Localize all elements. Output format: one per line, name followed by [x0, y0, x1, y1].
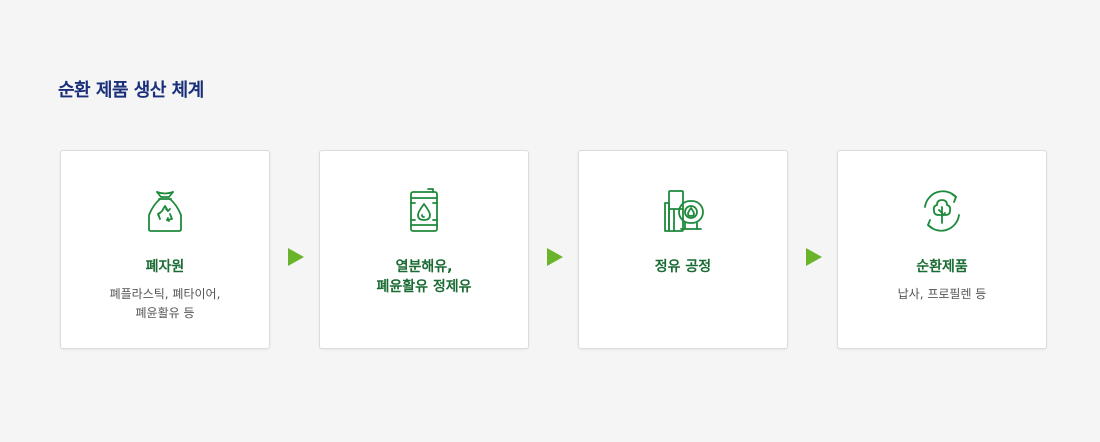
step-title: 폐자원	[145, 259, 185, 275]
flow-arrow-icon	[547, 248, 563, 266]
step-card-waste-resources: 폐자원 폐플라스틱, 폐타이어, 폐윤활유 등	[60, 150, 270, 349]
flow-arrow-icon	[288, 248, 304, 266]
refinery-tank-icon	[655, 183, 711, 239]
circular-tree-icon	[914, 183, 970, 239]
step-card-refining-process: 정유 공정	[578, 150, 788, 349]
oil-barrel-icon	[396, 183, 452, 239]
step-card-circular-products: 순환제품 납사, 프로필렌 등	[837, 150, 1047, 349]
step-title: 순환제품	[916, 259, 968, 275]
page-title: 순환 제품 생산 체계	[58, 80, 204, 101]
flow-arrow-icon	[806, 248, 822, 266]
step-title: 정유 공정	[654, 259, 712, 275]
step-description: 폐플라스틱, 폐타이어, 폐윤활유 등	[109, 287, 221, 320]
step-title: 열분해유, 폐윤활유 정제유	[376, 259, 472, 295]
step-description: 납사, 프로필렌 등	[897, 287, 987, 301]
recycle-bag-icon	[137, 183, 193, 239]
step-card-pyrolysis-oil: 열분해유, 폐윤활유 정제유	[319, 150, 529, 349]
